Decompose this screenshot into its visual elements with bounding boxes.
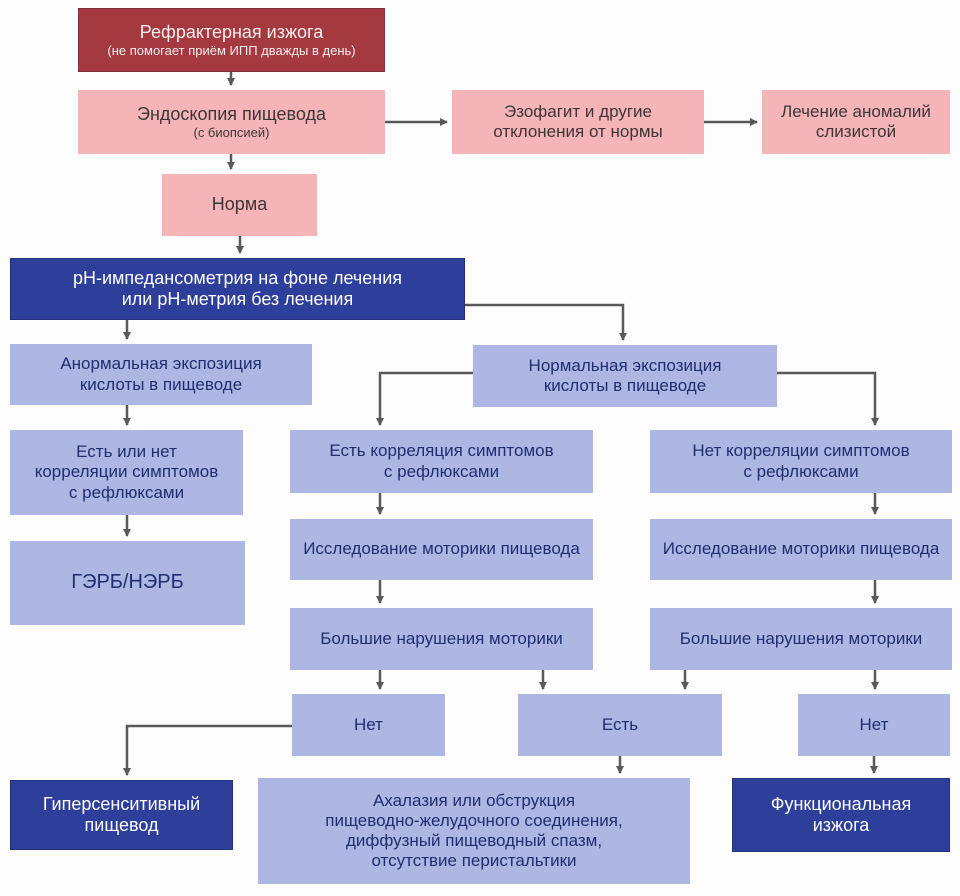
node-no-correlation: Нет корреляции симптомов с рефлюксами — [650, 430, 952, 493]
node-major-disorders-right-label: Большие нарушения моторики — [679, 628, 923, 648]
node-hypersensitive-line1: Гиперсенситивный — [42, 793, 201, 814]
node-no-correlation-line2: с рефлюксами — [743, 461, 859, 481]
node-functional-line2: изжога — [812, 815, 870, 835]
node-norma-label: Норма — [211, 194, 268, 215]
node-answer-no-mid-label: Нет — [354, 714, 383, 734]
node-gerd-nerd: ГЭРБ/НЭРБ — [10, 541, 245, 625]
node-yes-correlation-line1: Есть корреляция симптомов — [329, 441, 554, 461]
connector-normal-nocorr — [777, 371, 879, 426]
node-answer-yes: Есть — [518, 694, 722, 756]
node-mucosa-treatment-line1: Лечение аномалий — [781, 101, 931, 121]
node-yes-no-correlation-line1: Есть или нет — [76, 442, 177, 462]
node-no-correlation-line1: Нет корреляции симптомов — [692, 441, 910, 461]
node-functional-line1: Функциональная — [770, 793, 912, 814]
node-motility-study-mid: Исследование моторики пищевода — [290, 519, 593, 580]
node-motility-study-mid-label: Исследование моторики пищевода — [303, 539, 580, 559]
node-hypersensitive-esophagus: Гиперсенситивный пищевод — [10, 780, 233, 850]
node-yes-no-correlation: Есть или нет корреляции симптомов с рефл… — [10, 430, 243, 515]
node-achalasia-line4: отсутствие перистальтики — [371, 851, 577, 871]
node-achalasia-line3: диффузный пищеводный спазм, — [345, 831, 603, 850]
node-normal-acid-exposure: Нормальная экспозиция кислоты в пищеводе — [473, 345, 777, 407]
node-ph-metry-line1: pH-импедансометрия на фоне лечения — [72, 267, 403, 288]
node-ph-metry-line2: или pH-метрия без лечения — [121, 289, 354, 309]
node-answer-yes-label: Есть — [601, 714, 639, 734]
node-endoscopy-subtitle: (с биопсией) — [193, 124, 270, 140]
node-achalasia-line1: Ахалазия или обструкция — [372, 790, 576, 810]
node-refractory-subtitle: (не помогает приём ИПП дважды в день) — [107, 42, 356, 58]
connector-ph-normal — [465, 303, 627, 341]
node-esophagitis-line2: отклонения от нормы — [493, 122, 663, 141]
node-normal-acid-line2: кислоты в пищеводе — [543, 376, 707, 395]
node-answer-no-mid: Нет — [292, 694, 445, 756]
node-ph-metry: pH-импедансометрия на фоне лечения или p… — [10, 258, 465, 320]
node-norma: Норма — [162, 174, 317, 236]
node-yes-correlation: Есть корреляция симптомов с рефлюксами — [290, 430, 593, 493]
node-hypersensitive-line2: пищевод — [84, 815, 159, 835]
node-refractory-heartburn: Рефрактерная изжога (не помогает приём И… — [78, 8, 385, 72]
node-yes-no-correlation-line2: корреляции симптомов — [34, 462, 219, 482]
node-answer-no-right-label: Нет — [859, 714, 889, 734]
node-refractory-title: Рефрактерная изжога — [139, 21, 324, 42]
node-mucosa-treatment: Лечение аномалий слизистой — [762, 90, 950, 154]
node-esophagitis: Эзофагит и другие отклонения от нормы — [452, 90, 704, 154]
node-answer-no-right: Нет — [798, 694, 950, 756]
node-major-disorders-right: Большие нарушения моторики — [650, 608, 952, 670]
node-abnormal-acid-line1: Анормальная экспозиция — [60, 354, 262, 374]
node-functional-heartburn: Функциональная изжога — [732, 778, 950, 852]
node-abnormal-acid-line2: кислоты в пищеводе — [79, 374, 243, 394]
node-motility-study-right-label: Исследование моторики пищевода — [662, 539, 940, 559]
node-achalasia-obstruction: Ахалазия или обструкция пищеводно-желудо… — [258, 778, 690, 884]
connector-normal-yescorr — [376, 371, 473, 426]
node-esophagitis-line1: Эзофагит и другие — [504, 101, 652, 121]
node-normal-acid-line1: Нормальная экспозиция — [528, 355, 722, 375]
node-achalasia-line2: пищеводно-желудочного соединения, — [325, 810, 623, 830]
connector-no-hypersensitive — [123, 724, 292, 776]
node-yes-correlation-line2: с рефлюксами — [383, 461, 500, 481]
node-major-disorders-mid-label: Большие нарушения моторики — [320, 628, 563, 648]
node-motility-study-right: Исследование моторики пищевода — [650, 519, 952, 580]
node-endoscopy-title: Эндоскопия пищевода — [137, 103, 326, 124]
node-abnormal-acid-exposure: Анормальная экспозиция кислоты в пищевод… — [10, 344, 312, 405]
node-mucosa-treatment-line2: слизистой — [815, 122, 897, 141]
node-yes-no-correlation-line3: с рефлюксами — [68, 482, 185, 502]
node-major-disorders-mid: Большие нарушения моторики — [290, 608, 593, 670]
node-endoscopy: Эндоскопия пищевода (с биопсией) — [78, 90, 385, 154]
node-gerd-nerd-label: ГЭРБ/НЭРБ — [71, 571, 184, 594]
